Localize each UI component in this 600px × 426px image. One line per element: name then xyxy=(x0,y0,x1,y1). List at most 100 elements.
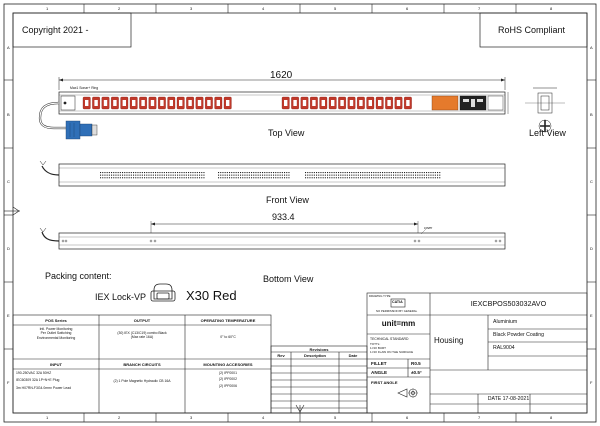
fillet-value: R0.5 xyxy=(411,361,421,366)
vent-hole xyxy=(379,172,381,174)
vent-hole xyxy=(113,177,115,179)
vent-hole xyxy=(277,172,279,174)
vent-hole xyxy=(432,172,434,174)
vent-hole xyxy=(203,172,205,174)
vent-hole xyxy=(426,177,428,179)
row-ticks xyxy=(4,79,596,350)
vent-hole xyxy=(275,174,277,176)
vent-hole xyxy=(155,172,157,174)
vent-hole xyxy=(220,172,222,174)
vent-hole xyxy=(188,177,190,179)
vent-hole xyxy=(395,172,397,174)
vent-hole xyxy=(406,177,408,179)
vent-hole xyxy=(338,172,340,174)
vent-hole xyxy=(309,177,311,179)
vent-hole xyxy=(432,174,434,176)
vent-hole xyxy=(423,172,425,174)
vent-hole xyxy=(226,177,228,179)
vent-hole xyxy=(333,172,335,174)
outlet-socket-face xyxy=(160,100,164,106)
spec-table-lines xyxy=(12,292,588,414)
vent-hole xyxy=(346,174,348,176)
vent-hole xyxy=(181,174,183,176)
vent-hole xyxy=(364,177,366,179)
vent-hole xyxy=(117,172,119,174)
vent-hole xyxy=(364,174,366,176)
vent-hole xyxy=(102,174,104,176)
vent-hole xyxy=(273,172,275,174)
vent-hole xyxy=(288,174,290,176)
vent-hole xyxy=(237,172,239,174)
vent-hole xyxy=(177,172,179,174)
vent-hole xyxy=(181,177,183,179)
vent-hole xyxy=(313,177,315,179)
vent-hole xyxy=(170,177,172,179)
vent-hole xyxy=(375,174,377,176)
vent-hole xyxy=(316,177,318,179)
vent-hole xyxy=(152,172,154,174)
left-view-label: Left View xyxy=(529,128,566,138)
vent-hole xyxy=(137,174,139,176)
vent-hole xyxy=(235,177,237,179)
vent-hole xyxy=(421,174,423,176)
vent-hole xyxy=(270,174,272,176)
vent-hole xyxy=(224,177,226,179)
col-label: 5 xyxy=(334,415,337,420)
vent-hole xyxy=(126,177,128,179)
vent-hole xyxy=(373,177,375,179)
vent-hole xyxy=(231,177,233,179)
vent-hole xyxy=(119,174,121,176)
vent-hole xyxy=(284,177,286,179)
col-label: 3 xyxy=(190,6,193,11)
vent-hole xyxy=(331,174,333,176)
outlet-socket-face xyxy=(378,100,382,106)
row-label: A xyxy=(7,45,10,50)
col-label: 2 xyxy=(118,6,121,11)
vent-hole xyxy=(309,172,311,174)
vent-hole xyxy=(124,174,126,176)
vent-hole xyxy=(100,174,102,176)
vent-hole xyxy=(181,172,183,174)
temperature-cell: OPERATING TEMPERATURE 0° to 60°C xyxy=(185,318,271,339)
vent-hole xyxy=(338,174,340,176)
vent-hole xyxy=(170,172,172,174)
vent-hole xyxy=(307,174,309,176)
vent-hole xyxy=(130,177,132,179)
vent-hole xyxy=(224,174,226,176)
column-ticks xyxy=(83,4,517,422)
vent-hole xyxy=(344,172,346,174)
vent-hole xyxy=(157,172,159,174)
row-label: D xyxy=(7,246,10,251)
col-label: 7 xyxy=(478,6,481,11)
vent-hole xyxy=(275,177,277,179)
vent-hole xyxy=(417,177,419,179)
unit-text: unit=mm xyxy=(381,319,416,328)
vent-hole xyxy=(322,174,324,176)
outlet-socket-face xyxy=(284,100,288,106)
material-line: RAL9004 xyxy=(493,345,515,351)
vent-hole xyxy=(139,177,141,179)
outlet-socket-face xyxy=(141,100,145,106)
vent-hole xyxy=(235,172,237,174)
vent-hole xyxy=(108,172,110,174)
vent-hole xyxy=(273,177,275,179)
vent-hole xyxy=(318,172,320,174)
outlet-socket-face xyxy=(368,100,372,106)
vent-hole xyxy=(430,177,432,179)
vent-hole xyxy=(124,177,126,179)
vent-hole xyxy=(148,174,150,176)
vent-hole xyxy=(338,177,340,179)
vent-hole xyxy=(139,172,141,174)
row-label: B xyxy=(590,112,593,117)
vent-hole xyxy=(150,172,152,174)
vent-hole xyxy=(185,172,187,174)
vent-hole xyxy=(384,174,386,176)
vent-hole xyxy=(242,172,244,174)
vent-hole xyxy=(421,177,423,179)
series-line: Per Outlet Switching xyxy=(40,331,72,336)
mounting-line: (2) IPF0002 xyxy=(219,377,237,382)
vent-hole xyxy=(288,177,290,179)
vent-hole xyxy=(253,177,255,179)
vent-hole xyxy=(115,174,117,176)
series-cell: POS Series Intl. Power Monitoring Per Ou… xyxy=(13,318,99,340)
